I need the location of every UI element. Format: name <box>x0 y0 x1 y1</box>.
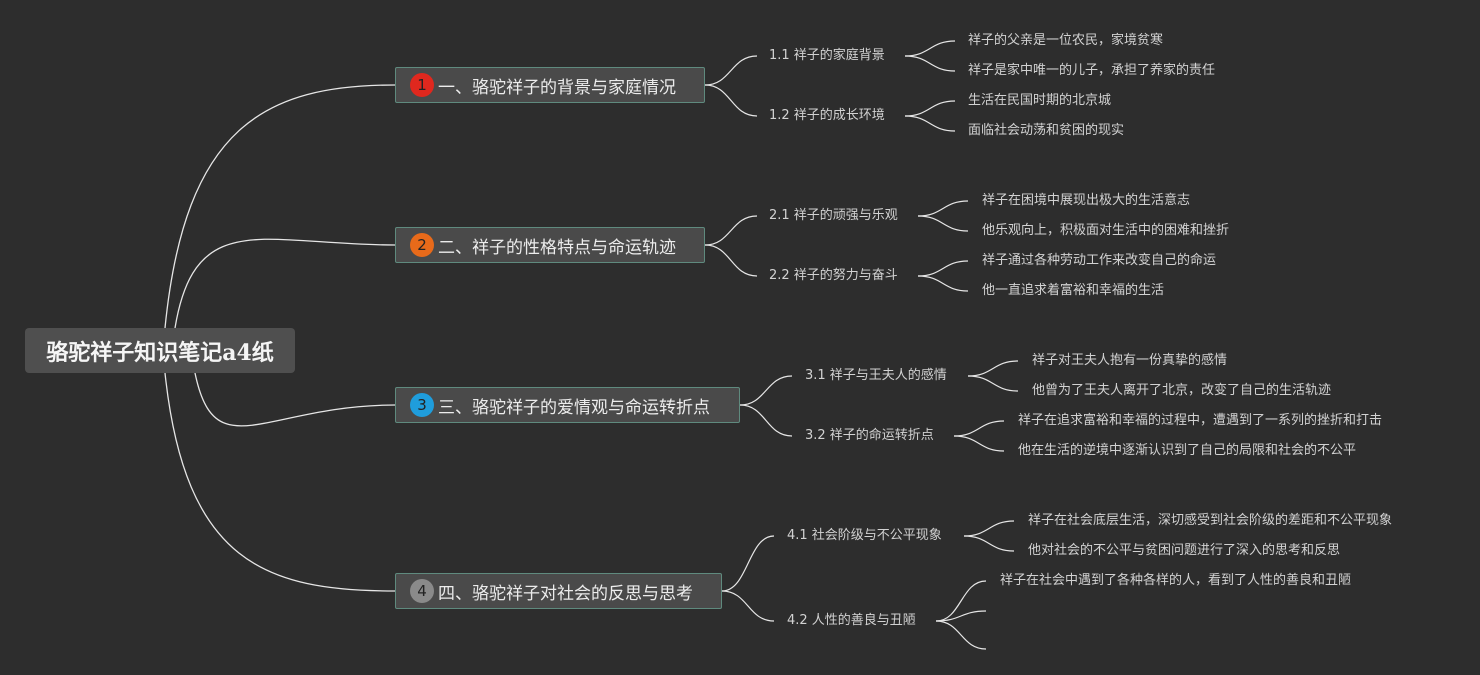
leaf-3-2-1[interactable]: 祥子在追求富裕和幸福的过程中，遭遇到了一系列的挫折和打击 <box>1018 413 1383 428</box>
leaf-link-1-1-1 <box>904 40 956 57</box>
branch-1[interactable]: 1 一、骆驼祥子的背景与家庭情况 <box>395 67 705 103</box>
leaf-link-4-2-1 <box>935 580 987 622</box>
branch-3[interactable]: 3 三、骆驼祥子的爱情观与命运转折点 <box>395 387 740 423</box>
leaf-link-1-2-2 <box>904 115 956 132</box>
leaf-1-1-2[interactable]: 祥子是家中唯一的儿子，承担了养家的责任 <box>968 63 1216 78</box>
leaf-link-1-2-1 <box>904 100 956 117</box>
leaf-link-3-2-1 <box>953 420 1005 437</box>
branch-2[interactable]: 2 二、祥子的性格特点与命运轨迹 <box>395 227 705 263</box>
leaf-1-2-1[interactable]: 生活在民国时期的北京城 <box>968 93 1112 108</box>
branch-3-link-2 <box>739 404 793 437</box>
subtopic-1-1[interactable]: 1.1 祥子的家庭背景 <box>769 48 885 63</box>
leaf-link-1-1-2 <box>904 55 956 72</box>
root-link-4 <box>164 372 396 592</box>
leaf-3-1-1[interactable]: 祥子对王夫人抱有一份真挚的感情 <box>1032 353 1228 368</box>
branch-2-link-2 <box>704 244 758 277</box>
branch-3-label: 三、骆驼祥子的爱情观与命运转折点 <box>438 397 710 418</box>
leaf-link-2-1-1 <box>917 200 969 217</box>
subtopic-1-2[interactable]: 1.2 祥子的成长环境 <box>769 108 885 123</box>
branch-2-label: 二、祥子的性格特点与命运轨迹 <box>438 237 676 258</box>
leaf-link-4-2-2 <box>935 610 987 622</box>
leaf-4-1-1[interactable]: 祥子在社会底层生活，深切感受到社会阶级的差距和不公平现象 <box>1028 513 1393 528</box>
branch-1-link-2 <box>704 84 758 117</box>
branch-4-link-1 <box>721 535 775 592</box>
leaf-link-3-2-2 <box>953 435 1005 452</box>
root-topic-label: 骆驼祥子知识笔记a4纸 <box>46 339 274 366</box>
leaf-2-2-1[interactable]: 祥子通过各种劳动工作来改变自己的命运 <box>982 253 1217 268</box>
leaf-3-2-2[interactable]: 他在生活的逆境中逐渐认识到了自己的局限和社会的不公平 <box>1018 443 1357 458</box>
leaf-1-1-1[interactable]: 祥子的父亲是一位农民，家境贫寒 <box>968 33 1164 48</box>
root-link-3 <box>194 372 396 427</box>
branch-1-label: 一、骆驼祥子的背景与家庭情况 <box>438 77 676 98</box>
branch-4-link-2 <box>721 590 775 622</box>
root-topic[interactable]: 骆驼祥子知识笔记a4纸 <box>25 328 295 373</box>
leaf-link-2-2-2 <box>917 275 969 292</box>
number-badge-icon: 1 <box>410 73 434 97</box>
branch-3-link-1 <box>739 375 793 406</box>
root-link-1 <box>164 84 396 329</box>
subtopic-3-2[interactable]: 3.2 祥子的命运转折点 <box>805 428 934 443</box>
branch-2-link-1 <box>704 215 758 246</box>
subtopic-2-1[interactable]: 2.1 祥子的顽强与乐观 <box>769 208 898 223</box>
leaf-2-1-1[interactable]: 祥子在困境中展现出极大的生活意志 <box>982 193 1191 208</box>
number-badge-icon: 3 <box>410 393 434 417</box>
leaf-4-2-1[interactable]: 祥子在社会中遇到了各种各样的人，看到了人性的善良和丑陋 <box>1000 573 1352 588</box>
leaf-4-1-2[interactable]: 他对社会的不公平与贫困问题进行了深入的思考和反思 <box>1028 543 1341 558</box>
branch-4-label: 四、骆驼祥子对社会的反思与思考 <box>438 583 693 604</box>
leaf-link-4-1-2 <box>963 535 1015 552</box>
leaf-link-2-2-1 <box>917 260 969 277</box>
leaf-2-2-2[interactable]: 他一直追求着富裕和幸福的生活 <box>982 283 1165 298</box>
root-link-2 <box>174 238 396 329</box>
leaf-link-3-1-1 <box>967 360 1019 377</box>
branch-4[interactable]: 4 四、骆驼祥子对社会的反思与思考 <box>395 573 722 609</box>
subtopic-4-2[interactable]: 4.2 人性的善良与丑陋 <box>787 613 916 628</box>
leaf-link-4-1-1 <box>963 520 1015 537</box>
subtopic-4-1[interactable]: 4.1 社会阶级与不公平现象 <box>787 528 942 543</box>
leaf-link-3-1-2 <box>967 375 1019 392</box>
branch-1-link-1 <box>704 55 758 86</box>
subtopic-2-2[interactable]: 2.2 祥子的努力与奋斗 <box>769 268 898 283</box>
number-badge-icon: 4 <box>410 579 434 603</box>
leaf-3-1-2[interactable]: 他曾为了王夫人离开了北京，改变了自己的生活轨迹 <box>1032 383 1332 398</box>
leaf-link-2-1-2 <box>917 215 969 232</box>
number-badge-icon: 2 <box>410 233 434 257</box>
leaf-1-2-2[interactable]: 面临社会动荡和贫困的现实 <box>968 123 1125 138</box>
subtopic-3-1[interactable]: 3.1 祥子与王夫人的感情 <box>805 368 947 383</box>
leaf-2-1-2[interactable]: 他乐观向上，积极面对生活中的困难和挫折 <box>982 223 1230 238</box>
leaf-link-4-2-3 <box>935 620 987 650</box>
